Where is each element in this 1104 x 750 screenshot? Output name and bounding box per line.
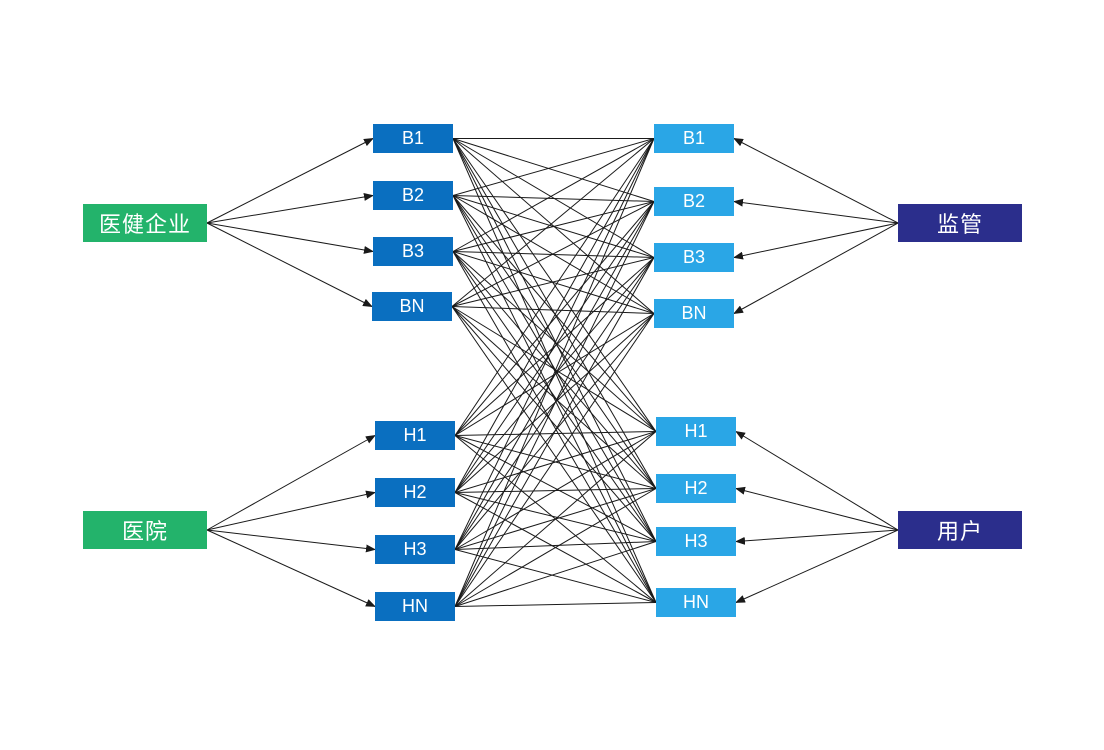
mesh-line-lb3-rh1 bbox=[452, 251, 657, 432]
mesh-line-lbn-rb2 bbox=[451, 201, 655, 307]
mesh-line-lb3-rhn bbox=[452, 251, 657, 603]
right-node-h2: H2 bbox=[656, 474, 736, 503]
user-node: 用户 bbox=[898, 511, 1022, 549]
mesh-line-lhn-rh2 bbox=[454, 488, 657, 607]
mesh-line-lh3-rb1 bbox=[454, 138, 655, 550]
arrow-regulator-rbn bbox=[733, 222, 899, 314]
right-node-b2: B2 bbox=[654, 187, 734, 216]
mesh-line-lbn-rh1 bbox=[451, 306, 657, 432]
mesh-line-lh3-rhn bbox=[454, 549, 657, 603]
right-node-hn: HN bbox=[656, 588, 736, 617]
mesh-line-lb2-rb1 bbox=[452, 138, 655, 196]
hospital-node: 医院 bbox=[83, 511, 207, 549]
left-node-h3: H3 bbox=[375, 535, 455, 564]
arrow-regulator-rb3 bbox=[733, 222, 899, 260]
arrow-user-rh2 bbox=[735, 486, 899, 531]
mesh-line-lh2-rh3 bbox=[454, 492, 657, 542]
mesh-line-lb3-rh2 bbox=[452, 251, 657, 489]
mesh-line-lb1-rb2 bbox=[452, 138, 655, 202]
arrow-enterprise-lb2 bbox=[206, 193, 374, 224]
left-node-h1: H1 bbox=[375, 421, 455, 450]
regulator-node: 监管 bbox=[898, 204, 1022, 242]
arrow-enterprise-lb1 bbox=[206, 138, 374, 224]
mesh-line-lb2-rh1 bbox=[452, 195, 657, 432]
enterprise-node: 医健企业 bbox=[83, 204, 207, 242]
mesh-line-lhn-rb3 bbox=[454, 257, 655, 607]
right-node-b3: B3 bbox=[654, 243, 734, 272]
mesh-line-lh1-rh3 bbox=[454, 435, 657, 542]
left-node-b3: B3 bbox=[373, 237, 453, 266]
mesh-line-lbn-rh3 bbox=[451, 306, 657, 542]
mesh-line-lb3-rh3 bbox=[452, 251, 657, 542]
mesh-line-lbn-rb3 bbox=[451, 257, 655, 307]
left-node-hn: HN bbox=[375, 592, 455, 621]
right-node-bn: BN bbox=[654, 299, 734, 328]
mesh-line-lb2-rb2 bbox=[452, 195, 655, 202]
arrow-hospital-lh1 bbox=[206, 435, 376, 531]
mesh-line-lbn-rhn bbox=[451, 306, 657, 603]
mesh-line-lbn-rb1 bbox=[451, 138, 655, 307]
right-node-h3: H3 bbox=[656, 527, 736, 556]
mesh-line-lb3-rb2 bbox=[452, 201, 655, 252]
mesh-line-lhn-rbn bbox=[454, 313, 655, 607]
left-node-h2: H2 bbox=[375, 478, 455, 507]
mesh-line-lbn-rbn bbox=[451, 306, 655, 314]
mesh-line-lh2-rh1 bbox=[454, 431, 657, 493]
mesh-line-lb3-rbn bbox=[452, 251, 655, 314]
mesh-line-lbn-rh2 bbox=[451, 306, 657, 489]
mesh-line-lh1-rh1 bbox=[454, 431, 657, 436]
mesh-line-lhn-rb1 bbox=[454, 138, 655, 607]
arrow-user-rh3 bbox=[735, 529, 899, 545]
arrow-user-rh1 bbox=[735, 430, 899, 531]
arrow-enterprise-lbn bbox=[206, 222, 373, 307]
arrow-hospital-lhn bbox=[206, 529, 376, 607]
arrow-regulator-rb1 bbox=[733, 138, 899, 224]
left-node-b1: B1 bbox=[373, 124, 453, 153]
mesh-line-lh3-rh1 bbox=[454, 431, 657, 550]
mesh-line-lh1-rb1 bbox=[454, 138, 655, 436]
left-node-b2: B2 bbox=[373, 181, 453, 210]
mesh-line-lb1-rh1 bbox=[452, 138, 657, 432]
arrow-user-rhn bbox=[735, 529, 899, 603]
mesh-lines bbox=[451, 138, 657, 607]
mesh-line-lb3-rb3 bbox=[452, 251, 655, 258]
right-node-b1: B1 bbox=[654, 124, 734, 153]
mesh-line-lb2-rh3 bbox=[452, 195, 657, 542]
mesh-line-lh2-rb2 bbox=[454, 201, 655, 493]
mesh-line-lh3-rb2 bbox=[454, 201, 655, 550]
arrow-enterprise-lb3 bbox=[206, 222, 374, 254]
mesh-line-lh1-rb2 bbox=[454, 201, 655, 436]
mesh-line-lb2-rhn bbox=[452, 195, 657, 603]
mesh-line-lhn-rhn bbox=[454, 602, 657, 607]
mesh-line-lh2-rb1 bbox=[454, 138, 655, 493]
right-node-h1: H1 bbox=[656, 417, 736, 446]
arrow-lines bbox=[206, 138, 899, 607]
mesh-line-lhn-rh1 bbox=[454, 431, 657, 607]
mesh-line-lb3-rb1 bbox=[452, 138, 655, 252]
mesh-line-lhn-rh3 bbox=[454, 541, 657, 607]
mesh-line-lhn-rb2 bbox=[454, 201, 655, 607]
arrow-hospital-lh2 bbox=[206, 490, 376, 531]
arrow-regulator-rb2 bbox=[733, 198, 899, 224]
arrow-hospital-lh3 bbox=[206, 529, 376, 553]
left-node-bn: BN bbox=[372, 292, 452, 321]
